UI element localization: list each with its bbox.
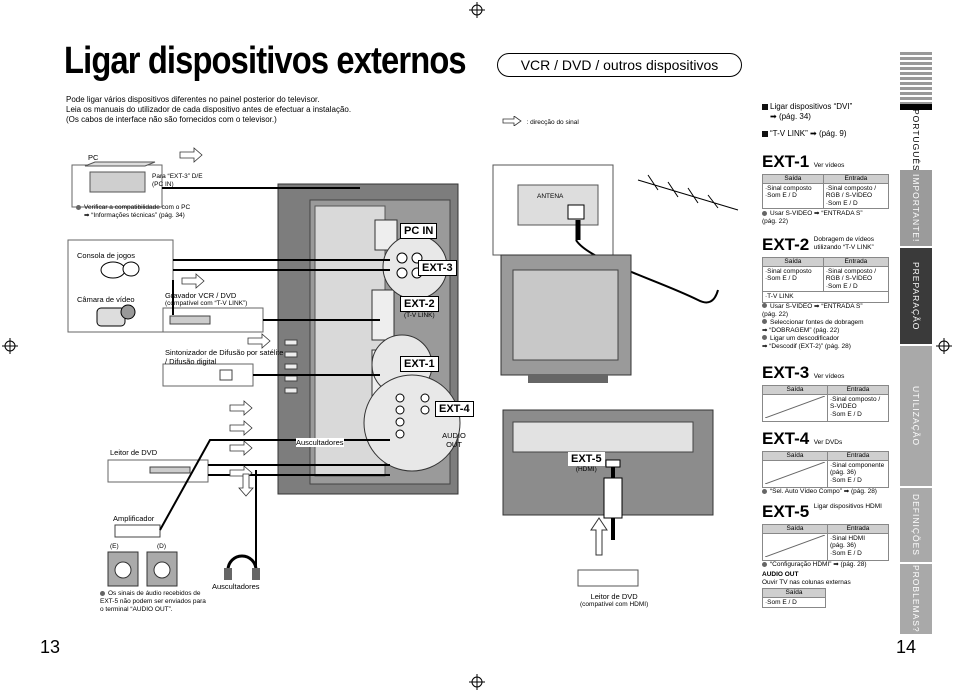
pc-cable-label: Para “EXT-3” D/E(PC IN) xyxy=(152,173,203,188)
speaker-left-label: (E) xyxy=(110,543,119,550)
console-label: Consola de jogos xyxy=(77,251,135,260)
connection-diagram xyxy=(67,147,461,587)
page-number-left: 13 xyxy=(40,637,61,657)
ext1-label: EXT-1 xyxy=(400,356,439,372)
page-title: Ligar dispositivos externos xyxy=(64,40,467,82)
audio-out-block: AUDIO OUT Ouvir TV nas colunas externas … xyxy=(762,571,851,608)
tab-preparacao[interactable]: PREPARAÇÃO xyxy=(900,248,932,344)
camera-label: Câmara de vídeo xyxy=(77,295,135,304)
tab-portugues[interactable]: PORTUGUÊS xyxy=(911,108,921,172)
ext3-label: EXT-3 xyxy=(418,260,457,276)
audio-out-port-label: AUDIO OUT xyxy=(442,431,466,449)
vcr-label: Gravador VCR / DVD(compatível com “T-V L… xyxy=(165,291,248,307)
page-number-right: 14 xyxy=(896,637,917,657)
ext2-block: EXT-2 Dobragem de vídeos utilizando “T-V… xyxy=(762,236,894,364)
headphone-port-label: Auscultadores xyxy=(296,438,344,447)
registration-mark-icon xyxy=(936,338,952,354)
antenna-label: ANTENA xyxy=(537,193,564,200)
hdmi-diagram xyxy=(492,164,739,587)
pc-label: PC xyxy=(88,153,99,162)
tab-definicoes[interactable]: DEFINIÇÕES xyxy=(900,488,932,562)
headphones-label: Auscultadores xyxy=(212,582,260,591)
dvd-right-label: Leitor de DVD(compatível com HDMI) xyxy=(580,592,649,608)
amp-note: Os sinais de áudio recebidos de EXT-5 nã… xyxy=(100,590,206,613)
sat-label: Sintonizador de Difusão por satélite / D… xyxy=(165,348,284,366)
intro-text: Pode ligar vários dispositivos diferente… xyxy=(66,95,352,124)
tvlink-note: “T-V LINK” ➡ (pág. 9) xyxy=(762,129,847,139)
signal-legend: : direcção do sinal xyxy=(502,113,579,131)
dvi-note: Ligar dispositivos “DVI” ➡ (pág. 34) xyxy=(762,102,892,122)
registration-mark-icon xyxy=(469,674,485,690)
registration-mark-icon xyxy=(2,338,18,354)
tab-utilizacao[interactable]: UTILIZAÇÃO xyxy=(900,346,932,486)
ext5-label: EXT-5(HDMI) xyxy=(568,452,605,474)
ext4-label: EXT-4 xyxy=(435,401,474,417)
tab-importante[interactable]: IMPORTANTE! xyxy=(900,170,932,246)
pc-note: Verificar a compatibilidade com o PC ➡ “… xyxy=(76,204,226,220)
arrow-icon xyxy=(502,115,522,127)
speaker-right-label: (D) xyxy=(157,543,167,550)
tab-problemas[interactable]: PROBLEMAS? xyxy=(900,564,932,634)
registration-mark-icon xyxy=(469,2,485,18)
dvd-left-label: Leitor de DVD xyxy=(110,448,158,457)
amp-label: Amplificador xyxy=(113,514,155,523)
ext2-label: EXT-2(T-V LINK) xyxy=(400,296,439,320)
side-stripes xyxy=(900,52,932,104)
section-pill: VCR / DVD / outros dispositivos xyxy=(497,53,742,77)
side-bar xyxy=(900,104,932,110)
pcin-label: PC IN xyxy=(400,223,438,239)
